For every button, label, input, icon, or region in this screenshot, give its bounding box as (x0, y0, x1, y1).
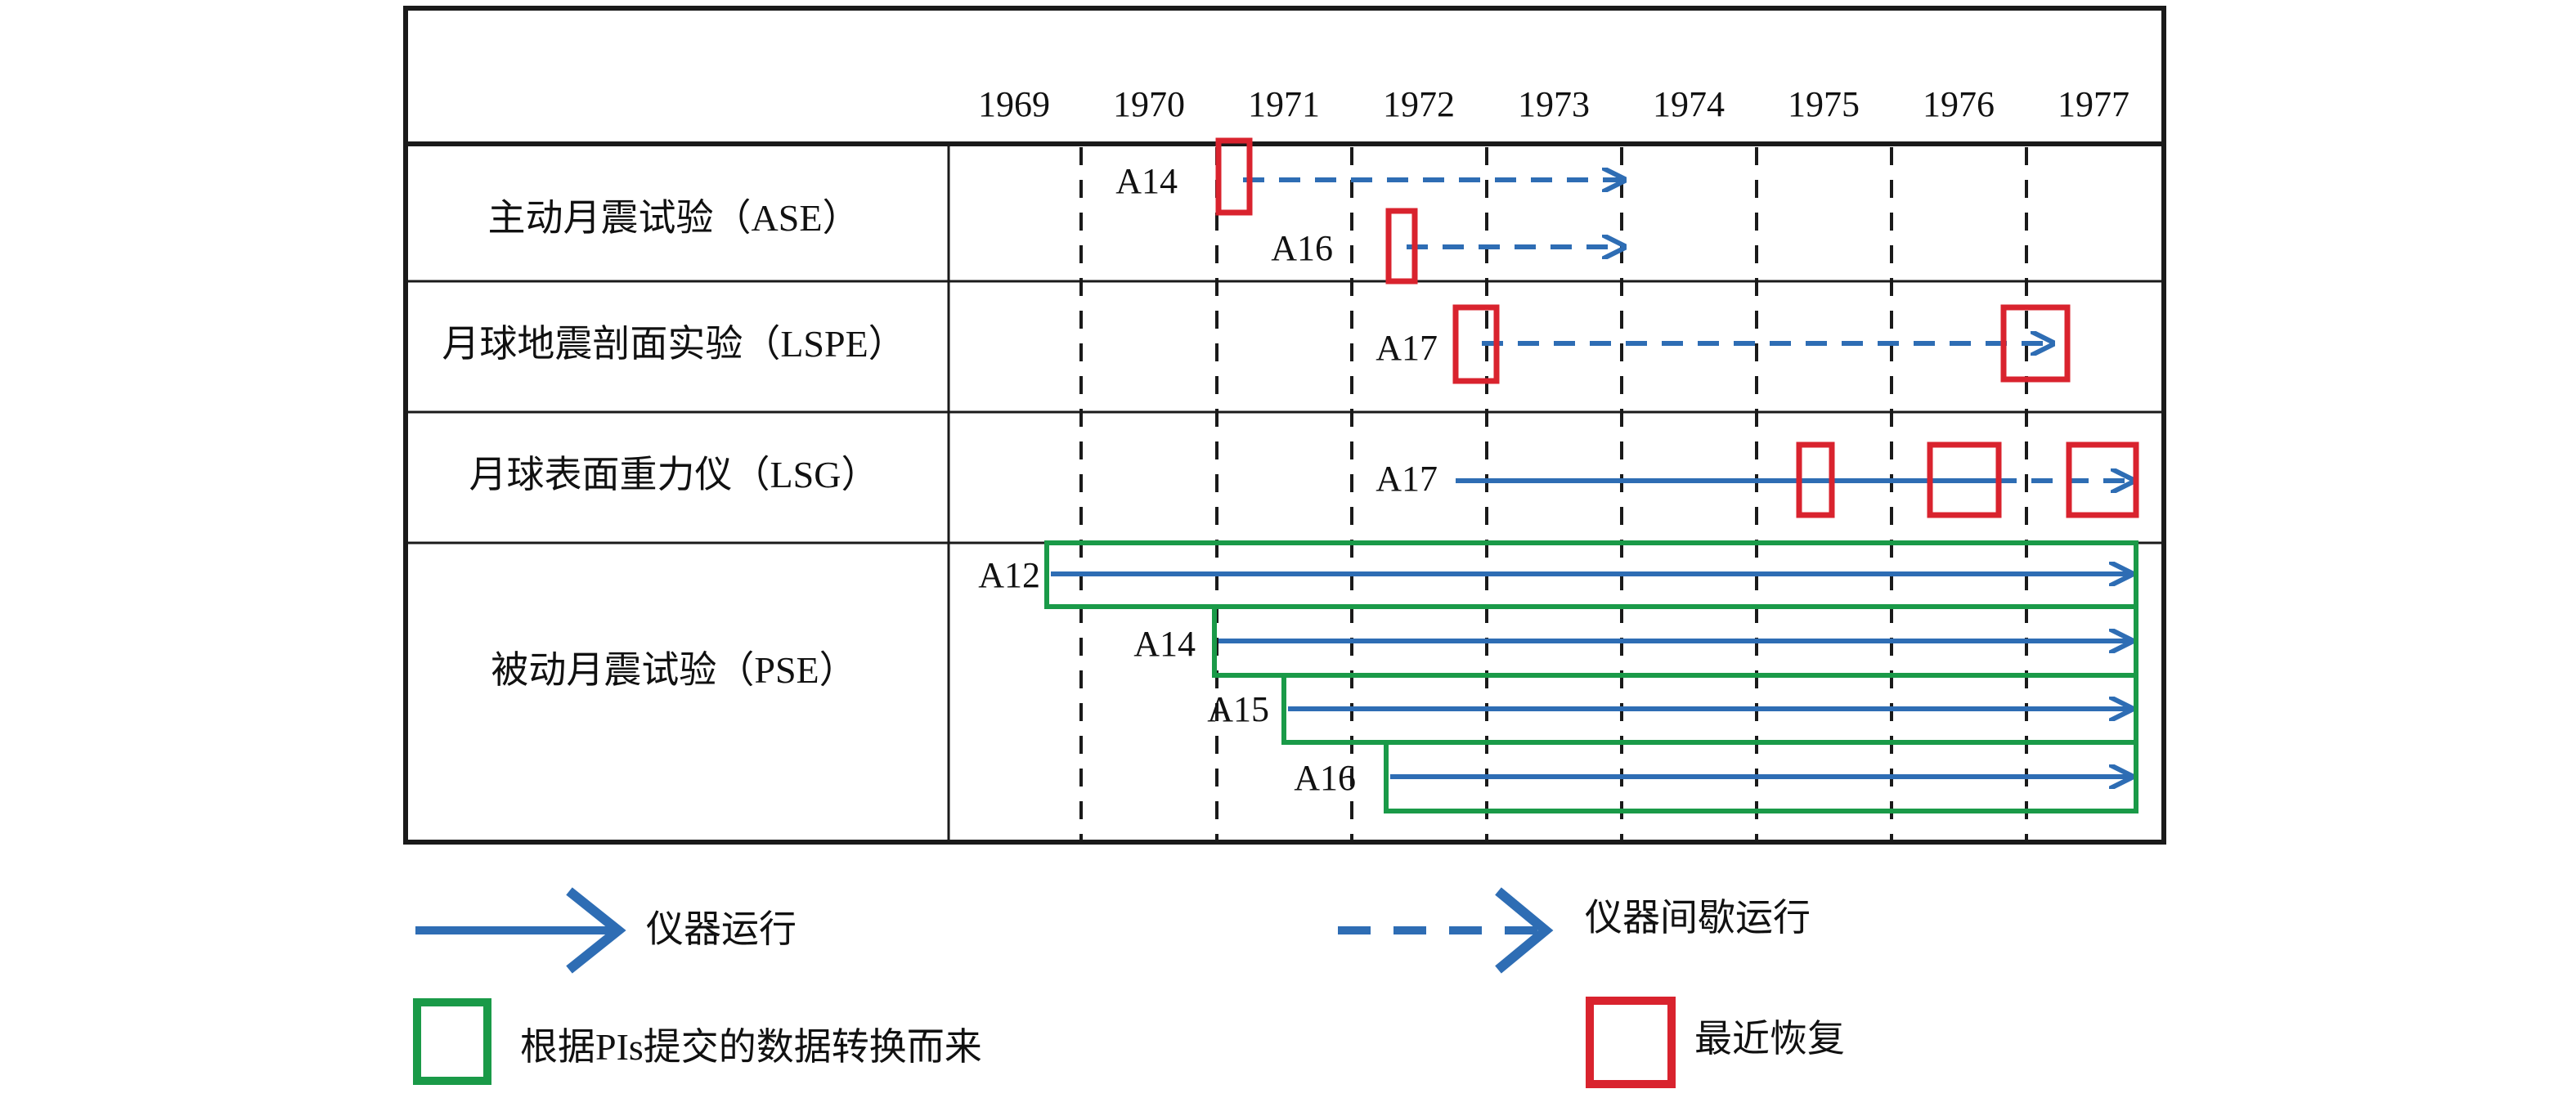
year-label: 1972 (1383, 84, 1455, 124)
legend-solid-label: 仪器运行 (646, 908, 797, 950)
arrows (1051, 180, 2133, 777)
recovered-boxes (1215, 137, 2139, 518)
year-label: 1977 (2058, 84, 2129, 124)
recovered-box (1452, 304, 1500, 384)
recovered-box (1385, 208, 1418, 285)
legend-green-label: 根据PIs提交的数据转换而来 (520, 1026, 982, 1068)
mission-label: A17 (1376, 459, 1438, 499)
legend-dashed-arrow (1338, 887, 1554, 974)
converted-box (1384, 740, 2138, 813)
mission-label: A14 (1115, 161, 1178, 201)
row-labels: 主动月震试验（ASE） 月球地震剖面实验（LSPE） 月球表面重力仪（LSG） … (442, 197, 905, 691)
row-label-lspe: 月球地震剖面实验（LSPE） (442, 323, 905, 365)
year-label: 1969 (978, 84, 1050, 124)
row-label-pse: 被动月震试验（PSE） (491, 649, 856, 691)
year-label: 1975 (1788, 84, 1860, 124)
legend-solid-arrow (415, 887, 626, 974)
row-label-lsg: 月球表面重力仪（LSG） (469, 454, 879, 495)
row-label-ase: 主动月震试验（ASE） (488, 197, 860, 239)
mission-label: A15 (1207, 689, 1269, 729)
recovered-box (2000, 304, 2071, 383)
legend-green-box (413, 998, 491, 1085)
recovered-box (1215, 137, 1253, 216)
recovered-box (1796, 441, 1835, 518)
year-header: 1969 1970 1971 1972 1973 1974 1975 1976 … (978, 84, 2129, 124)
year-label: 1971 (1248, 84, 1320, 124)
recovered-box (2066, 441, 2139, 518)
year-gridlines (1079, 147, 2028, 840)
mission-labels: A14 A16 A17 A17 A12 A14 A15 A16 (978, 161, 1438, 798)
legend: 仪器运行 仪器间歇运行 根据PIs提交的数据转换而来 最近恢复 (413, 887, 1845, 1088)
year-label: 1973 (1518, 84, 1590, 124)
recovered-box (1927, 441, 2002, 518)
mission-label: A17 (1376, 328, 1438, 368)
year-label: 1976 (1923, 84, 1995, 124)
converted-boxes (1044, 540, 2138, 813)
mission-label: A16 (1271, 228, 1333, 268)
legend-red-label: 最近恢复 (1694, 1018, 1845, 1060)
year-label: 1970 (1113, 84, 1185, 124)
year-label: 1974 (1653, 84, 1725, 124)
mission-label: A12 (978, 555, 1040, 595)
legend-dashed-label: 仪器间歇运行 (1585, 897, 1811, 939)
legend-red-box (1586, 997, 1676, 1088)
mission-label: A14 (1133, 624, 1196, 664)
mission-label: A16 (1294, 758, 1356, 798)
